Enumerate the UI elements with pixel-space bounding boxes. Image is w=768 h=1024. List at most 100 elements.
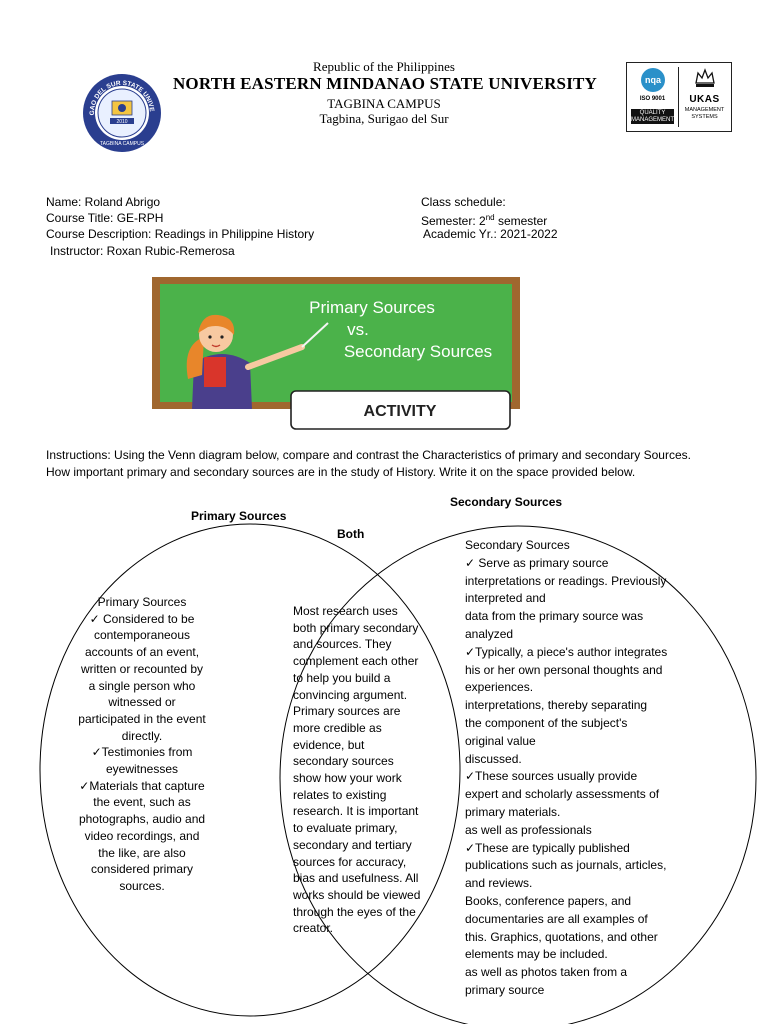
course-description: Course Description: Readings in Philippi… — [46, 227, 315, 241]
instructions: Instructions: Using the Venn diagram bel… — [46, 448, 691, 479]
venn-line: Books, conference papers, and — [465, 893, 632, 908]
venn-line: interpretations, thereby separating — [465, 698, 648, 713]
venn-line: primary materials. — [465, 804, 561, 819]
campus-name: TAGBINA CAMPUS — [327, 96, 441, 111]
venn-line: more credible as — [293, 720, 382, 735]
venn-line: accounts of an event, — [84, 645, 200, 660]
nqa-badge: nqa ISO 9001 QUALITY MANAGEMENT — [627, 63, 678, 131]
venn-line: ✓ Serve as primary source — [465, 555, 609, 570]
venn-line: to evaluate primary, — [293, 821, 398, 836]
venn-line: video recordings, and — [84, 828, 200, 843]
venn-line: secondary sources — [293, 754, 394, 769]
venn-line: ✓Typically, a piece's author integrates — [465, 644, 668, 659]
venn-line: participated in the event — [78, 711, 206, 726]
seal-campus: TAGBINA CAMPUS — [100, 141, 145, 147]
venn-line: and reviews. — [465, 876, 533, 891]
venn-line: the like, are also — [98, 845, 186, 860]
venn-line: complement each other — [293, 654, 419, 669]
venn-line: Most research uses — [293, 604, 398, 618]
venn-line: interpretations or readings. Previously — [465, 573, 667, 588]
secondary-sources-text: Secondary Sources ✓ Serve as primary sour… — [465, 537, 715, 1000]
ukas-label: UKAS — [689, 94, 720, 105]
venn-line: documentaries are all examples of — [465, 911, 648, 926]
venn-line: works should be viewed — [293, 887, 421, 902]
venn-diagram — [39, 523, 757, 1024]
semester-prefix: Semester: 2 — [421, 214, 486, 228]
instructor-name: Instructor: Roxan Rubic-Remerosa — [50, 244, 235, 258]
venn-line: expert and scholarly assessments of — [465, 787, 660, 802]
venn-line: directly. — [121, 728, 163, 743]
venn-line: ✓ Considered to be — [89, 611, 195, 626]
venn-line: relates to existing — [293, 787, 387, 802]
venn-line: the event, such as — [93, 795, 191, 810]
republic-line: Republic of the Philippines — [313, 59, 455, 74]
campus-address: Tagbina, Surigao del Sur — [319, 111, 449, 126]
venn-line: as well as professionals — [465, 822, 592, 837]
university-name: NORTH EASTERN MINDANAO STATE UNIVERSITY — [172, 74, 598, 93]
venn-line: and sources. They — [293, 637, 392, 652]
venn-line: show how your work — [293, 771, 402, 786]
venn-line: both primary secondary — [293, 620, 419, 635]
semester-suffix: semester — [494, 214, 548, 228]
venn-line: elements may be included. — [465, 947, 608, 962]
activity-label: ACTIVITY — [364, 403, 437, 420]
label-both: Both — [337, 527, 365, 541]
seal-year: 2010 — [116, 119, 127, 125]
venn-line: photographs, audio and — [78, 812, 206, 827]
venn-line: Primary sources are — [293, 704, 401, 719]
venn-line: sources. — [119, 878, 165, 893]
label-primary-sources: Primary Sources — [191, 509, 287, 523]
venn-line: discussed. — [465, 751, 522, 766]
venn-line: the component of the subject's — [465, 715, 628, 730]
venn-line: considered primary — [90, 862, 194, 877]
venn-circle-secondary — [279, 525, 757, 1024]
student-name: Name: Roland Abrigo — [46, 195, 161, 209]
venn-line: research. It is important — [293, 804, 419, 819]
teacher-illustration — [186, 314, 329, 409]
venn-line: original value — [465, 733, 536, 748]
venn-line: bias and usefulness. All — [293, 871, 419, 886]
venn-line: through the eyes of the — [293, 904, 416, 919]
class-schedule: Class schedule: — [421, 195, 506, 209]
venn-line: interpreted and — [465, 591, 546, 606]
label-secondary-sources: Secondary Sources — [450, 495, 563, 509]
venn-line: Primary Sources — [97, 595, 187, 609]
venn-line: experiences. — [465, 680, 534, 695]
venn-line: data from the primary source was — [465, 609, 644, 624]
venn-line: to help you build a — [293, 670, 391, 685]
banner-line3: Secondary Sources — [344, 342, 492, 361]
activity-box — [290, 390, 511, 430]
venn-line: a single person who — [88, 678, 196, 693]
venn-line: analyzed — [465, 626, 514, 641]
nqa-logo-icon: nqa — [641, 68, 665, 92]
mgmt-label: MANAGEMENT SYSTEMS — [684, 107, 725, 120]
venn-circle-primary — [39, 523, 461, 1017]
venn-line: eyewitnesses — [105, 762, 179, 777]
primary-sources-text: Primary Sources ✓ Considered to be contemp… — [62, 594, 222, 895]
both-text: Most research uses both primary secondary… — [293, 603, 443, 937]
venn-line: ✓Testimonies from — [91, 745, 193, 760]
venn-line: ✓These sources usually provide — [465, 769, 638, 784]
banner-line1: Primary Sources — [309, 298, 435, 317]
venn-line: this. Graphics, quotations, and other — [465, 929, 658, 944]
ukas-badge: UKAS MANAGEMENT SYSTEMS — [679, 63, 730, 131]
venn-line: ✓Materials that capture — [79, 778, 205, 793]
semester-sup: nd — [485, 213, 495, 222]
venn-line: convincing argument. — [293, 687, 408, 702]
venn-line: sources for accuracy, — [293, 854, 407, 869]
venn-line: publications such as journals, articles, — [465, 858, 667, 873]
venn-line: as well as photos taken from a — [465, 965, 628, 980]
venn-line: ✓These are typically published — [465, 840, 630, 855]
venn-line: written or recounted by — [80, 661, 204, 676]
venn-line: secondary and tertiary — [293, 837, 412, 852]
venn-line: Secondary Sources — [465, 538, 570, 552]
iso-label: ISO 9001 — [639, 96, 666, 102]
venn-line: primary source — [465, 982, 545, 997]
course-title: Course Title: GE-RPH — [46, 211, 164, 225]
semester: Semester: 2nd semester — [421, 210, 547, 229]
quality-label: QUALITY MANAGEMENT — [631, 109, 675, 124]
venn-line: creator. — [293, 921, 334, 936]
certification-badges: nqa ISO 9001 QUALITY MANAGEMENT UKAS MAN… — [626, 62, 732, 132]
venn-line: contemporaneous — [93, 628, 191, 643]
banner-line2: vs. — [347, 320, 369, 339]
